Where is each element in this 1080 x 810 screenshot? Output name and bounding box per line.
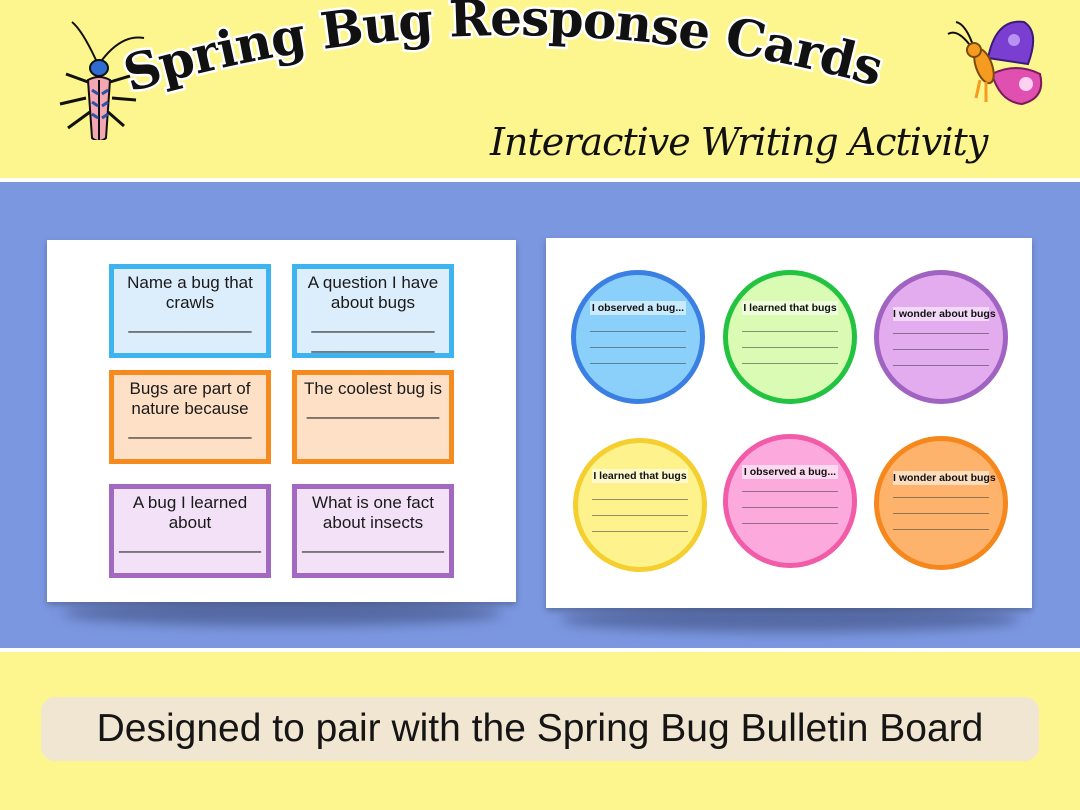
circle-writing-line <box>742 347 838 348</box>
circle-writing-line <box>590 363 686 364</box>
card-prompt: A question I have about bugs <box>307 273 439 312</box>
circle-prompt: I learned that bugs <box>592 469 688 483</box>
tagline: Designed to pair with the Spring Bug Bul… <box>41 697 1039 761</box>
circle-writing-line <box>893 497 989 498</box>
circle-writing-line <box>742 523 838 524</box>
response-card: The coolest bug is ______________ <box>292 370 454 464</box>
circle-prompt: I wonder about bugs <box>893 307 996 321</box>
circle-writing-line <box>590 347 686 348</box>
title-graphic: Spring Bug Response Cards <box>115 0 892 106</box>
card-prompt: Bugs are part of nature because <box>129 379 251 418</box>
circle-cards-panel: I observed a bug... I learned that bugs … <box>546 238 1032 608</box>
page-subtitle: Interactive Writing Activity <box>490 120 988 164</box>
circle-writing-line <box>893 529 989 530</box>
circle-card: I wonder about bugs <box>874 270 1008 404</box>
response-cards-panel: Name a bug that crawls _____________ A q… <box>47 240 516 602</box>
card-writing-line: _______________ <box>302 534 444 553</box>
beetle-icon <box>59 21 145 140</box>
circle-writing-line <box>893 365 989 366</box>
card-writing-line: _____________ <box>128 420 252 439</box>
butterfly-icon <box>947 20 1043 106</box>
card-writing-line: _____________ <box>311 334 435 353</box>
circle-writing-line <box>742 507 838 508</box>
circle-writing-line <box>742 363 838 364</box>
circle-card: I observed a bug... <box>723 434 857 568</box>
card-writing-line: ______________ <box>306 400 440 419</box>
circle-prompt: I observed a bug... <box>590 301 686 315</box>
header-band <box>0 0 1080 178</box>
response-card: Bugs are part of nature because ________… <box>109 370 271 464</box>
panel-shadow <box>560 606 1020 632</box>
circle-card: I observed a bug... <box>571 270 705 404</box>
circle-card: I wonder about bugs <box>874 436 1008 570</box>
circle-writing-line <box>590 331 686 332</box>
card-writing-line: _______________ <box>119 534 261 553</box>
card-prompt: Name a bug that crawls <box>127 273 253 312</box>
circle-writing-line <box>893 513 989 514</box>
card-writing-line: _____________ <box>128 314 252 333</box>
circle-prompt: I wonder about bugs <box>893 471 996 485</box>
circle-writing-line <box>742 331 838 332</box>
circle-card: I learned that bugs <box>573 438 707 572</box>
response-card: A question I have about bugs ___________… <box>292 264 454 358</box>
circle-card: I learned that bugs <box>723 270 857 404</box>
response-card: Name a bug that crawls _____________ <box>109 264 271 358</box>
card-prompt: The coolest bug is <box>304 379 442 398</box>
circle-writing-line <box>742 491 838 492</box>
circle-writing-line <box>592 499 688 500</box>
card-prompt: What is one fact about insects <box>312 493 434 532</box>
card-prompt: A bug I learned about <box>132 493 248 532</box>
response-card: A bug I learned about _______________ <box>109 484 271 578</box>
circle-prompt: I observed a bug... <box>742 465 838 479</box>
page-title: Spring Bug Response Cards <box>117 0 888 103</box>
circle-writing-line <box>592 531 688 532</box>
card-writing-line: _____________ <box>311 314 435 333</box>
response-card: What is one fact about insects _________… <box>292 484 454 578</box>
circle-writing-line <box>592 515 688 516</box>
circle-writing-line <box>893 349 989 350</box>
circle-writing-line <box>893 333 989 334</box>
circle-prompt: I learned that bugs <box>742 301 838 315</box>
panel-shadow <box>62 600 502 626</box>
